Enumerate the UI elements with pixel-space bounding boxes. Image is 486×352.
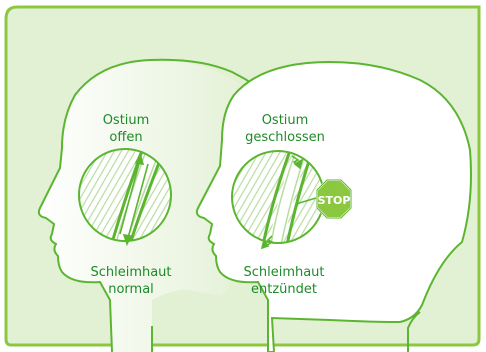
right-bottom-label: Schleimhaut entzündet [236, 264, 332, 298]
left-top-label: Ostium offen [95, 112, 157, 146]
stop-sign-text: STOP [318, 194, 351, 207]
stop-sign: STOP [317, 180, 351, 218]
left-bottom-label: Schleimhaut normal [84, 264, 178, 298]
right-top-label: Ostium geschlossen [240, 112, 330, 146]
